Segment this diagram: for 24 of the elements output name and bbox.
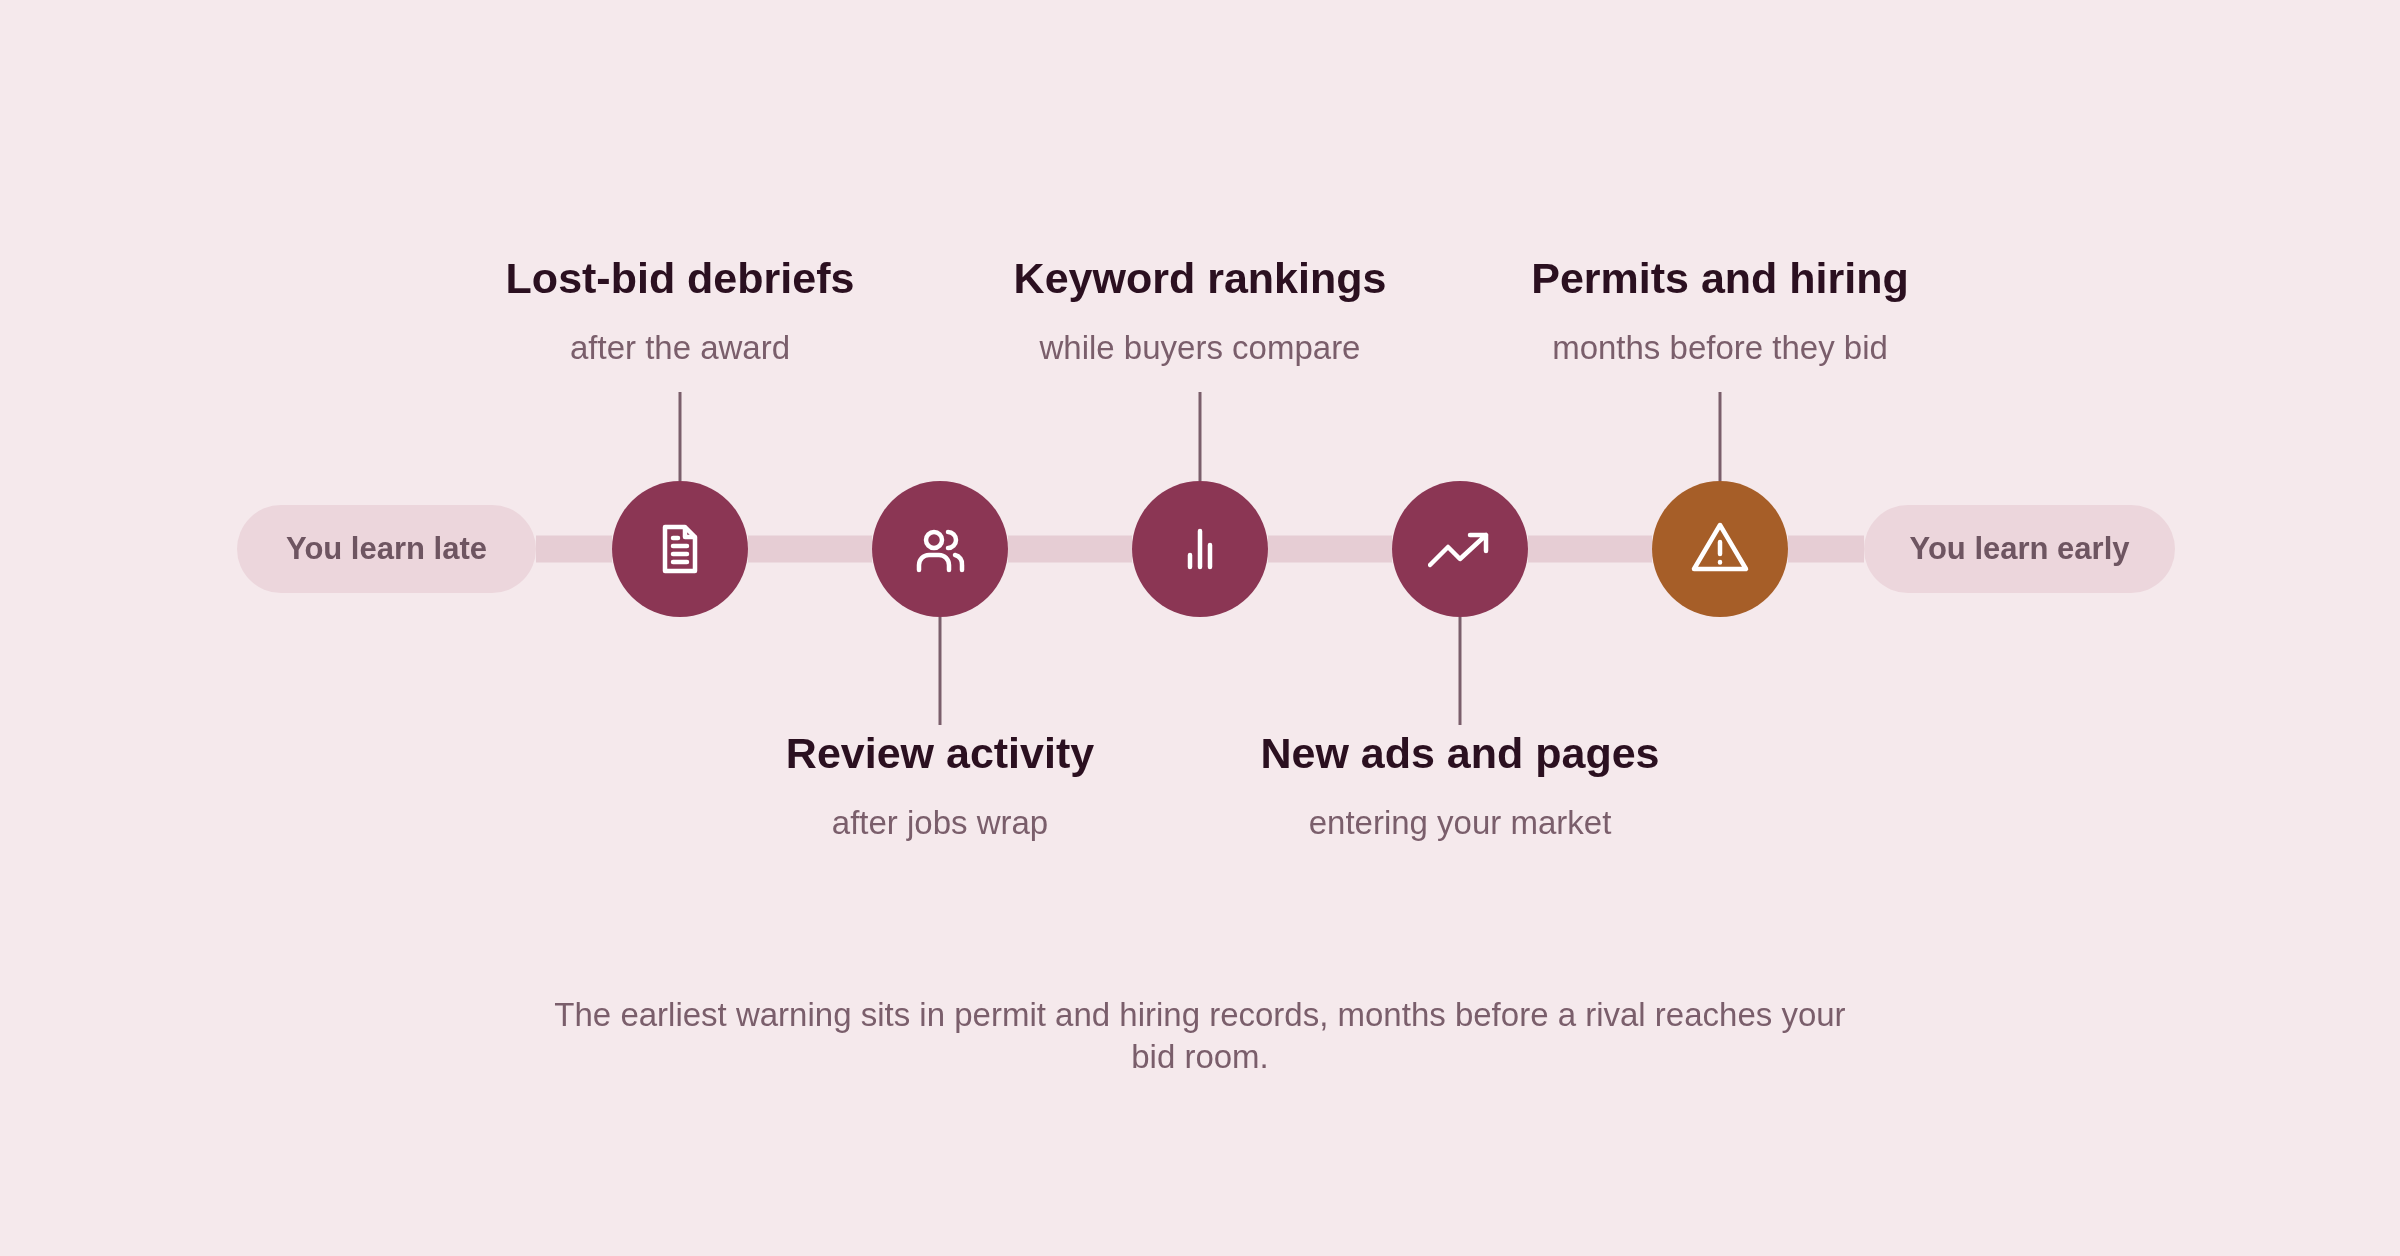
caption: The earliest warning sits in permit and hiring records, months before a rival reaches your bid room. [553, 995, 1847, 1077]
leader-line [1198, 392, 1202, 481]
track-segment [1268, 535, 1392, 563]
end-pill: You learn late [237, 505, 536, 593]
track-segment [748, 535, 872, 563]
step-title: Keyword rankings [1013, 253, 1387, 304]
step-title: New ads and pages [1260, 728, 1660, 779]
leader-line [938, 617, 942, 725]
step-subtitle: months before they bid [1552, 328, 1888, 368]
step-title: Permits and hiring [1531, 253, 1909, 304]
step-title: Review activity [785, 728, 1095, 779]
end-pill: You learn early [1864, 505, 2175, 593]
track-segment [1528, 535, 1652, 563]
step-subtitle: entering your market [1308, 803, 1612, 843]
leader-line [1718, 392, 1722, 481]
step-subtitle: while buyers compare [1039, 328, 1361, 368]
step-subtitle: after the award [569, 328, 791, 368]
leader-line [1458, 617, 1462, 725]
step-title: Lost-bid debriefs [505, 253, 855, 304]
leader-line [678, 392, 682, 481]
track-segment [1008, 535, 1132, 563]
track-segment [536, 535, 612, 563]
step-subtitle: after jobs wrap [831, 803, 1049, 843]
track-segment [1788, 535, 1864, 563]
